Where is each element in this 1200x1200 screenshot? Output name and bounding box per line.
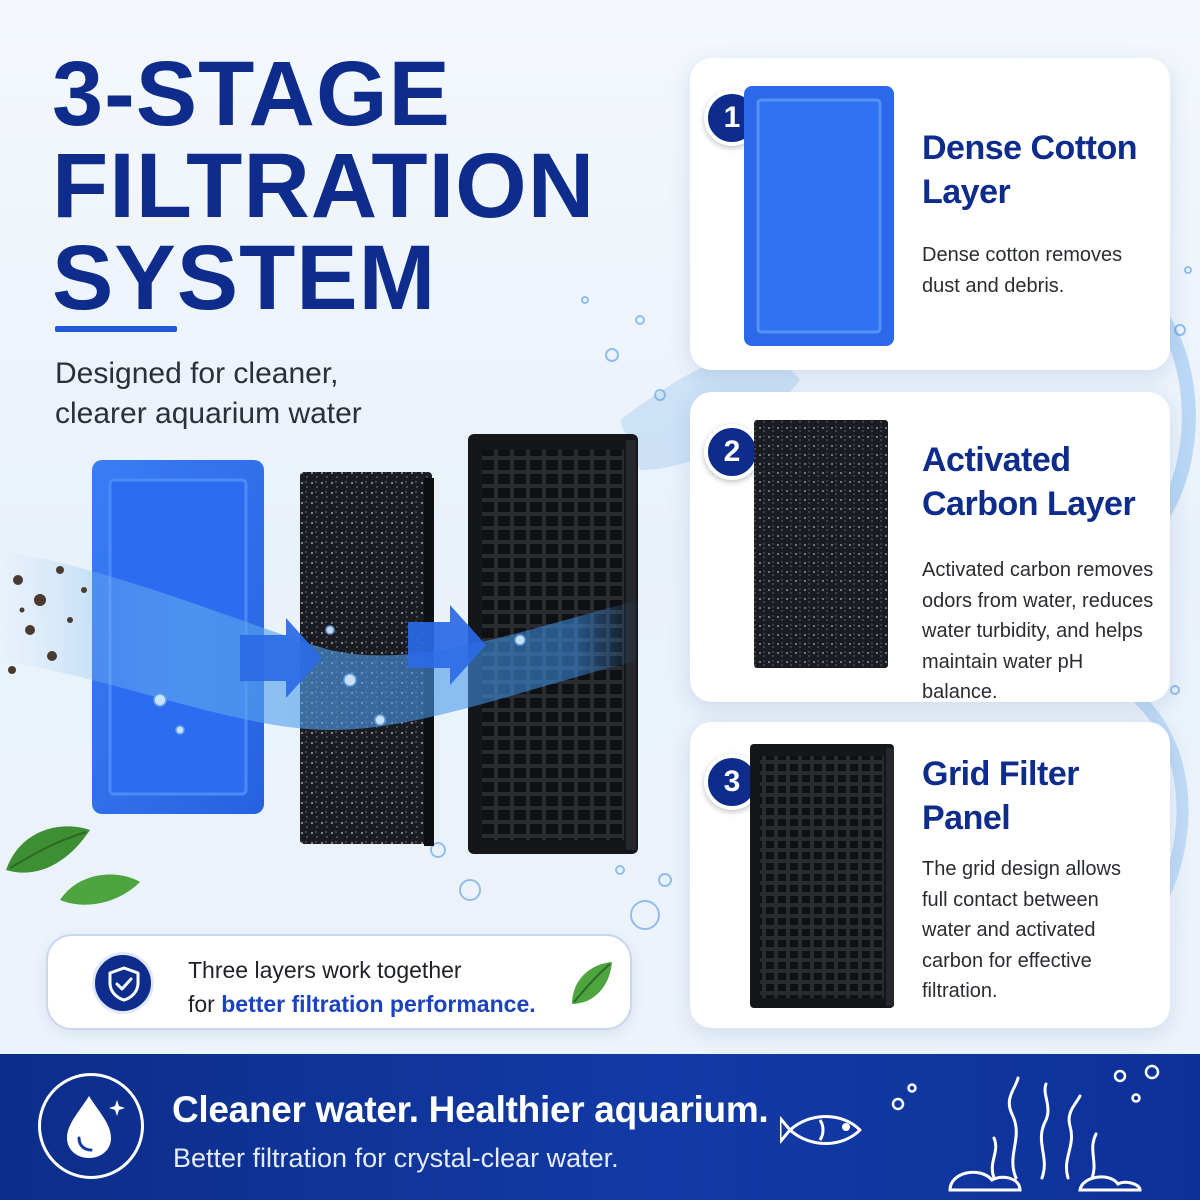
bubbles bbox=[153, 625, 526, 735]
stage-desc-line: The grid design allows bbox=[922, 858, 1121, 880]
stage-description: The grid design allows full contact betw… bbox=[922, 854, 1162, 1007]
water-flow bbox=[0, 550, 640, 730]
stage-desc-line: maintain water pH balance. bbox=[922, 650, 1084, 704]
subtitle-line-1: Designed for cleaner, bbox=[55, 357, 339, 390]
filter-layers-visual bbox=[0, 430, 680, 910]
subtitle-line-2: clearer aquarium water bbox=[55, 396, 362, 430]
banner-subline: Better filtration for crystal-clear wate… bbox=[173, 1143, 619, 1173]
stage-desc-line: dust and debris. bbox=[922, 274, 1065, 297]
filter-layers-illustration bbox=[0, 434, 640, 905]
subtitle: Designed for cleaner, clearer aquarium w… bbox=[55, 354, 455, 433]
shield-check-icon bbox=[108, 966, 140, 1002]
stage-title-line: Carbon Layer bbox=[922, 485, 1136, 524]
stage-card-3: 3 Grid Filter Panel The grid design allo… bbox=[690, 722, 1170, 1028]
grid-panel-thumbnail bbox=[750, 744, 894, 1008]
stage-title-line: Panel bbox=[922, 799, 1011, 838]
seaweed-icon bbox=[990, 1076, 1098, 1180]
title-line-2: FILTRATION bbox=[52, 135, 596, 237]
flow-arrow-icon bbox=[408, 605, 486, 685]
flow-arrow-icon bbox=[240, 618, 322, 698]
banner-tagline: Cleaner water. Healthier aquarium. bbox=[172, 1089, 769, 1130]
stage-title: Grid Filter Panel bbox=[922, 752, 1152, 840]
stage-desc-line: odors from water, reduces bbox=[922, 589, 1154, 612]
stage-desc-line: carbon for effective bbox=[922, 949, 1092, 972]
stage-card-2: 2 Activated Carbon Layer Activated carbo… bbox=[690, 392, 1170, 703]
aquarium-decor bbox=[780, 1064, 1160, 1192]
leaf-icon bbox=[572, 962, 612, 1004]
foam-filter-thumbnail bbox=[744, 86, 894, 346]
stage-desc-line: water turbidity, and helps bbox=[922, 620, 1143, 643]
stage-description: Activated carbon removes odors from wate… bbox=[922, 555, 1162, 708]
stage-title-line: Layer bbox=[922, 173, 1011, 212]
title-underline bbox=[55, 326, 177, 332]
stage-title: Activated Carbon Layer bbox=[922, 438, 1152, 526]
pebbles-icon bbox=[948, 1170, 1142, 1192]
title-line-1: 3-STAGE bbox=[52, 43, 451, 145]
carbon-filter-thumbnail bbox=[754, 420, 888, 668]
stage-desc-line: Activated carbon removes bbox=[922, 559, 1154, 581]
debris-particles bbox=[8, 566, 87, 674]
title-line-3: SYSTEM bbox=[52, 227, 437, 329]
shield-check-badge bbox=[92, 952, 154, 1014]
callout-line-2-prefix: for bbox=[188, 991, 222, 1017]
stage-desc-line: Dense cotton removes bbox=[922, 244, 1123, 266]
callout-emphasis: better filtration performance. bbox=[221, 991, 536, 1017]
water-drop-badge bbox=[38, 1073, 144, 1179]
stage-title-line: Dense Cotton bbox=[922, 129, 1138, 167]
stage-desc-line: filtration. bbox=[922, 980, 998, 1003]
stage-card-1: 1 Dense Cotton Layer Dense cotton remove… bbox=[690, 58, 1170, 370]
page-title: 3-STAGE FILTRATION SYSTEM bbox=[52, 48, 652, 324]
stage-title-line: Activated bbox=[922, 441, 1071, 479]
callout-line-2: for better filtration performance. bbox=[188, 988, 536, 1020]
bubbles-icon bbox=[891, 1064, 1160, 1111]
stage-title: Dense Cotton Layer bbox=[922, 126, 1152, 214]
footer-banner: Cleaner water. Healthier aquarium. Bette… bbox=[0, 1054, 1200, 1200]
stage-description: Dense cotton removes dust and debris. bbox=[922, 240, 1162, 301]
teamwork-callout: Three layers work together for better fi… bbox=[46, 934, 632, 1030]
leaf-icon bbox=[6, 826, 140, 905]
stage-desc-line: water and activated bbox=[922, 919, 1096, 942]
water-drop-sparkle-icon bbox=[67, 1096, 125, 1158]
callout-line-1: Three layers work together bbox=[188, 957, 462, 983]
stage-desc-line: full contact between bbox=[922, 888, 1099, 911]
fish-icon bbox=[780, 1115, 862, 1145]
stage-title-line: Grid Filter bbox=[922, 755, 1079, 793]
